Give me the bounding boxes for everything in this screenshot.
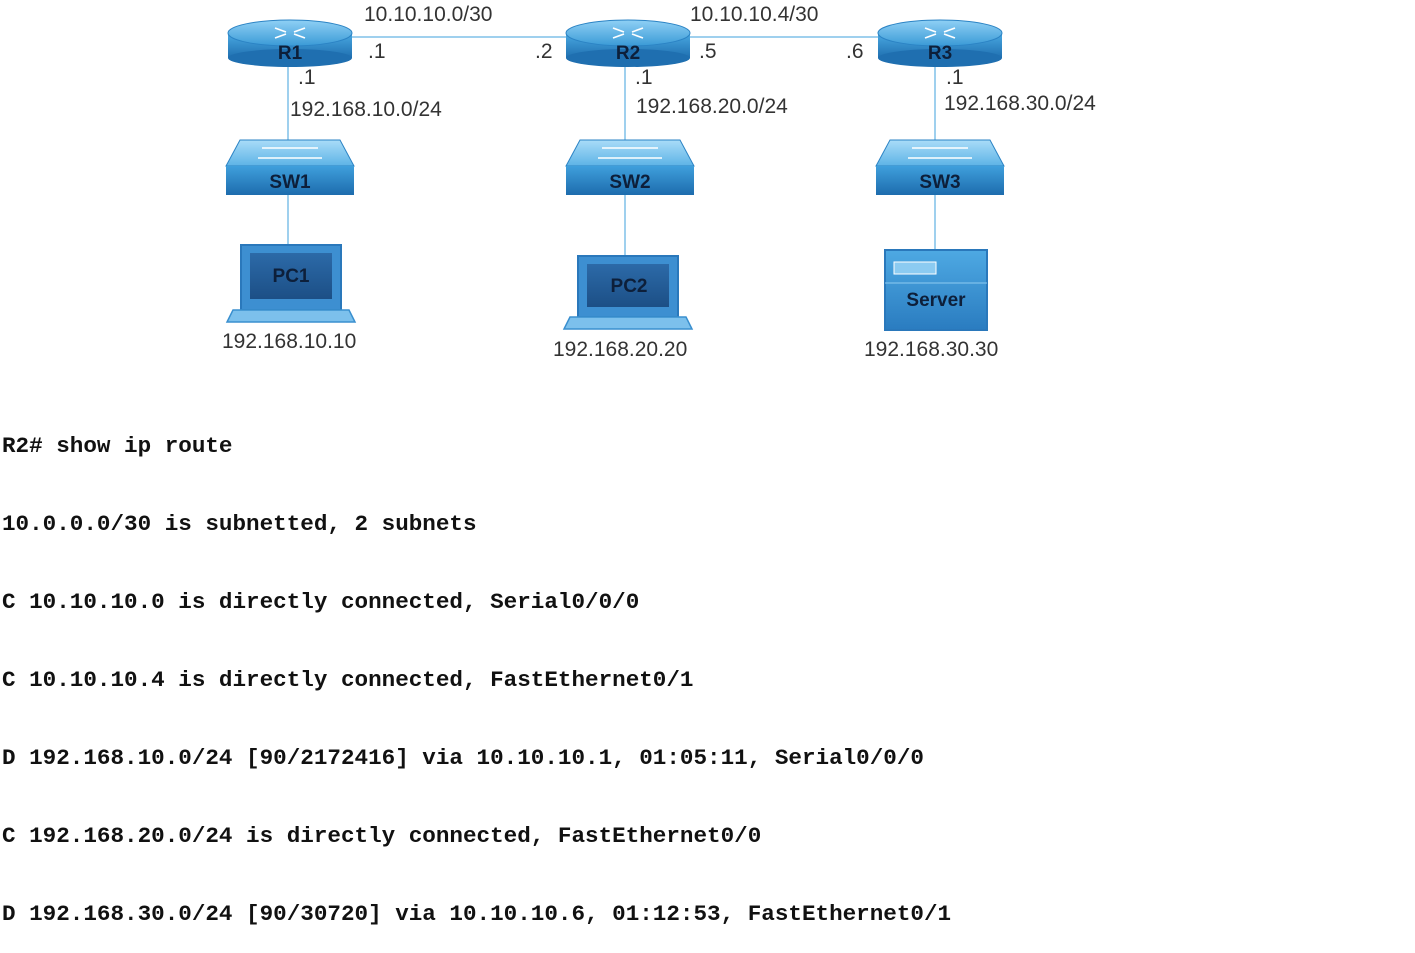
network-label-wan1: 10.10.10.0/30 [364, 3, 492, 26]
interface-label-r1-lan: .1 [298, 66, 316, 89]
network-label-lan3: 192.168.30.0/24 [944, 92, 1096, 115]
switch-sw1-label: SW1 [269, 172, 311, 193]
server-icon[interactable]: Server [884, 249, 988, 331]
interface-label-r3-wan: .6 [846, 40, 864, 63]
network-topology: R1 R2 R3 SW1 SW2 [222, 3, 1096, 361]
switch-sw3[interactable]: SW3 [875, 139, 1005, 195]
laptop-pc2-label: PC2 [611, 276, 648, 297]
switch-sw2[interactable]: SW2 [565, 139, 695, 195]
host-ip-pc2: 192.168.20.20 [553, 338, 687, 361]
router-r1[interactable]: R1 [227, 19, 353, 67]
laptop-pc1[interactable]: PC1 [225, 244, 357, 323]
network-label-lan2: 192.168.20.0/24 [636, 95, 788, 118]
cli-line: D 192.168.30.0/24 [90/30720] via 10.10.1… [2, 901, 952, 927]
switch-sw3-label: SW3 [919, 172, 960, 193]
cli-output: R2# show ip route 10.0.0.0/30 is subnett… [2, 381, 951, 953]
host-ip-pc1: 192.168.10.10 [222, 330, 356, 353]
router-r3[interactable]: R3 [877, 19, 1003, 67]
laptop-pc1-label: PC1 [273, 266, 310, 287]
network-label-wan2: 10.10.10.4/30 [690, 3, 818, 26]
cli-line: C 10.10.10.4 is directly connected, Fast… [2, 667, 694, 693]
interface-label-r1-wan: .1 [368, 40, 386, 63]
host-ip-server: 192.168.30.30 [864, 338, 998, 361]
cli-line: D 192.168.10.0/24 [90/2172416] via 10.10… [2, 745, 924, 771]
server-label: Server [906, 290, 966, 311]
laptop-pc2[interactable]: PC2 [562, 255, 694, 330]
interface-label-r3-lan: .1 [946, 66, 964, 89]
cli-line: R2# show ip route [2, 433, 233, 459]
cli-line: C 10.10.10.0 is directly connected, Seri… [2, 589, 640, 615]
router-r2[interactable]: R2 [565, 19, 691, 67]
switch-sw1[interactable]: SW1 [225, 139, 355, 195]
cli-line: 10.0.0.0/30 is subnetted, 2 subnets [2, 511, 477, 537]
interface-label-r2-lan: .1 [635, 66, 653, 89]
router-r3-label: R3 [928, 43, 952, 64]
cli-line: C 192.168.20.0/24 is directly connected,… [2, 823, 762, 849]
interface-label-r2-wan2: .5 [699, 40, 717, 63]
router-r1-label: R1 [278, 43, 303, 64]
switch-sw2-label: SW2 [609, 172, 650, 193]
interface-label-r2-wan1: .2 [535, 40, 553, 63]
router-r2-label: R2 [616, 43, 640, 64]
network-label-lan1: 192.168.10.0/24 [290, 98, 442, 121]
